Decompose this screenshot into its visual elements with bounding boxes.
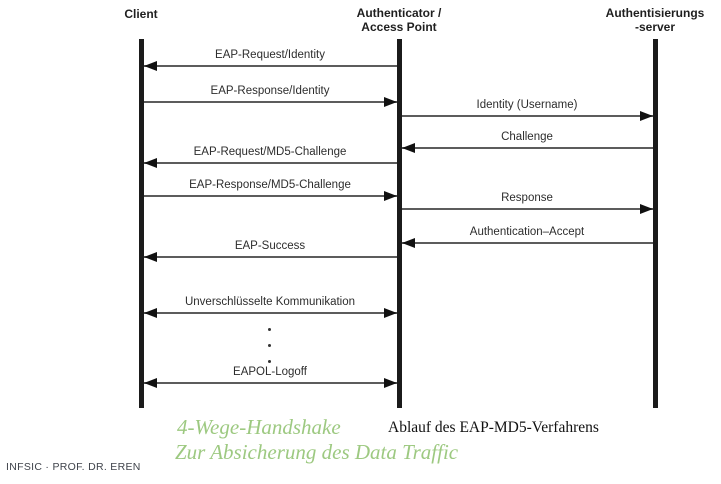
- actor-label-client: Client: [124, 7, 158, 21]
- message-label-authentication-accept: Authentication–Accept: [469, 226, 585, 238]
- arrowhead-right-unverschl-sselte-kommunikation: [383, 308, 397, 318]
- message-label-eapol-logoff: EAPOL-Logoff: [233, 366, 307, 378]
- message-label-eap-request-md5-challenge: EAP-Request/MD5-Challenge: [193, 146, 347, 158]
- message-label-eap-request-identity: EAP-Request/Identity: [215, 49, 325, 61]
- arrowhead-left-eap-request-md5-challenge: [143, 158, 157, 168]
- message-label-eap-response-identity: EAP-Response/Identity: [210, 85, 330, 97]
- message-line-eapol-logoff: [143, 382, 397, 384]
- message-line-authentication-accept: [401, 242, 653, 244]
- handshake-caption-line1: 4-Wege-Handshake: [177, 415, 341, 439]
- message-label-eap-response-md5-challenge: EAP-Response/MD5-Challenge: [189, 179, 351, 191]
- ellipsis-dot-1: [268, 328, 271, 331]
- message-line-eap-request-md5-challenge: [143, 162, 397, 164]
- message-label-unverschl-sselte-kommunikation: Unverschlüsselte Kommunikation: [184, 296, 356, 308]
- arrowhead-left-eapol-logoff: [143, 378, 157, 388]
- arrowhead-right-response: [639, 204, 653, 214]
- message-line-unverschl-sselte-kommunikation: [143, 312, 397, 314]
- message-line-challenge: [401, 147, 653, 149]
- arrowhead-right-eap-response-identity: [383, 97, 397, 107]
- message-label-identity-username: Identity (Username): [476, 99, 578, 111]
- lifeline-authenticator: [396, 39, 402, 408]
- message-line-eap-response-md5-challenge: [143, 195, 397, 197]
- message-line-eap-success: [143, 256, 397, 258]
- lifeline-client: [138, 39, 144, 408]
- arrowhead-left-eap-success: [143, 252, 157, 262]
- ellipsis-dot-2: [268, 344, 271, 347]
- arrowhead-left-eap-request-identity: [143, 61, 157, 71]
- arrowhead-right-eap-response-md5-challenge: [383, 191, 397, 201]
- message-line-response: [401, 208, 653, 210]
- actor-label-authenticator: Authenticator /Access Point: [356, 6, 442, 34]
- message-label-eap-success: EAP-Success: [234, 240, 306, 252]
- arrowhead-right-identity-username: [639, 111, 653, 121]
- arrowhead-left-challenge: [401, 143, 415, 153]
- message-label-response: Response: [501, 192, 553, 204]
- arrowhead-left-authentication-accept: [401, 238, 415, 248]
- message-label-challenge: Challenge: [501, 131, 553, 143]
- ellipsis-dot-3: [268, 360, 271, 363]
- footer-credit: INFSIC · PROF. DR. EREN: [6, 461, 141, 473]
- lifeline-server: [652, 39, 658, 408]
- figure-caption: Ablauf des EAP-MD5-Verfahrens: [388, 419, 599, 436]
- arrowhead-right-eapol-logoff: [383, 378, 397, 388]
- handshake-caption-line2: Zur Absicherung des Data Traffic: [175, 440, 459, 464]
- actor-label-server: Authentisierungs-server: [605, 6, 705, 34]
- arrowhead-left-unverschl-sselte-kommunikation: [143, 308, 157, 318]
- message-line-eap-response-identity: [143, 101, 397, 103]
- message-line-identity-username: [401, 115, 653, 117]
- message-line-eap-request-identity: [143, 65, 397, 67]
